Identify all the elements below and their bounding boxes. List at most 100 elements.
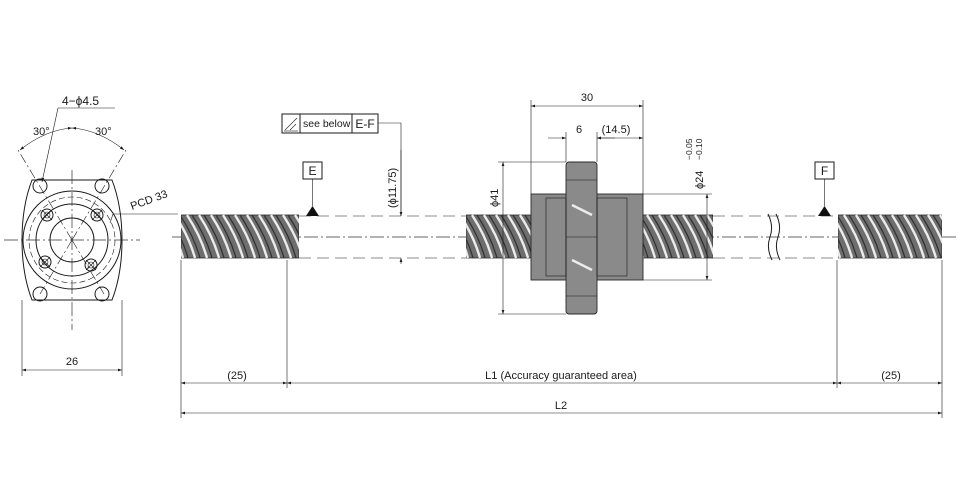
thread-crest (293, 214, 299, 224)
thread-root (300, 215, 320, 258)
mounting-hole (32, 286, 48, 302)
thread-crest (657, 214, 681, 259)
thread-crest (281, 214, 299, 250)
thread-root (641, 237, 649, 259)
flange-thickness-label: 6 (576, 124, 582, 136)
datum-e-triangle (306, 206, 319, 216)
thread-root (838, 215, 858, 259)
thread-root (932, 214, 942, 232)
flange-diameter-label: ϕ41 (489, 189, 501, 207)
thread-root (287, 214, 299, 236)
ball-nut (530, 161, 644, 315)
thread-root (884, 214, 906, 259)
mounting-hole (94, 178, 110, 194)
thread-root (441, 215, 461, 258)
thread-root (675, 214, 697, 259)
datum-e-label: E (308, 164, 316, 178)
thread-root (476, 214, 498, 259)
thread-root (872, 214, 894, 259)
thread-root (848, 214, 870, 259)
datum-f: F (814, 161, 835, 216)
thread-root (466, 237, 474, 259)
thread-root (920, 214, 942, 259)
l1-length-label: L1 (Accuracy guaranteed area) (485, 370, 637, 382)
thread-crest (319, 215, 339, 258)
thread-crest (197, 214, 221, 259)
thread-root (312, 215, 332, 258)
thread-root (275, 214, 297, 259)
thread-crest (181, 222, 197, 259)
thread-crest (878, 214, 902, 259)
thread-root (466, 215, 486, 259)
thread-crest (245, 214, 269, 259)
total-runout-icon (284, 117, 298, 132)
thread-crest (470, 214, 494, 259)
thread-crest (257, 214, 281, 259)
flange-end-view: 30° 30° 4−ϕ4.5 PCD 33 26 (4, 94, 178, 376)
flange-offset-label: (14.5) (602, 124, 631, 136)
flange-width-label: 26 (66, 356, 78, 368)
thread-crest (181, 247, 185, 259)
thread-crest (209, 214, 233, 259)
pcd-label: PCD 33 (129, 188, 169, 212)
thread-root (181, 215, 201, 259)
thread-crest (838, 247, 842, 259)
thread-crest (645, 214, 669, 259)
left-end-length-label: (25) (227, 370, 247, 382)
thread-crest (681, 214, 705, 259)
thread-root (203, 214, 225, 259)
body-tol-upper-label: −0.05 (684, 138, 694, 160)
thread-crest (705, 214, 713, 228)
thread-crest (494, 214, 518, 259)
thread-root (651, 214, 673, 259)
thread-root (860, 214, 882, 259)
runout-frame: see below E-F (281, 113, 403, 216)
thread-root (838, 237, 846, 259)
thread-crest (151, 215, 171, 258)
thread-root (736, 215, 756, 258)
thread-crest (731, 215, 751, 258)
thread-crest (938, 214, 942, 221)
side-view: E F see below E-F (ϕ (151, 92, 960, 418)
angle-right-label: 30° (95, 126, 112, 138)
thread-crest (838, 222, 854, 259)
thread-crest (866, 214, 890, 259)
mounting-hole (94, 286, 110, 302)
mounting-holes (32, 178, 110, 302)
thread-root (215, 214, 237, 259)
inner-holes (38, 208, 104, 272)
angle-left-label: 30° (33, 126, 50, 138)
runout-note-label: see below (303, 118, 351, 130)
thread-root (724, 215, 744, 258)
thread-crest (719, 215, 739, 258)
thread-root (191, 214, 213, 259)
thread-crest (641, 222, 657, 259)
nut-length-label: 30 (581, 92, 593, 104)
thread-crest (466, 222, 482, 259)
thread-crest (926, 214, 942, 245)
thread-crest (269, 214, 293, 259)
body-diameter-label: ϕ24 (694, 171, 706, 189)
thread-crest (506, 214, 530, 259)
mounting-hole (32, 178, 48, 194)
runout-datum-label: E-F (355, 117, 374, 131)
thread-crest (842, 214, 866, 259)
thread-segment-left (151, 214, 339, 259)
flange-outline (21, 179, 123, 301)
right-end-length-label: (25) (881, 370, 901, 382)
hole-callout-label: 4−ϕ4.5 (62, 94, 99, 108)
thread-crest (952, 215, 960, 258)
thread-root (227, 214, 249, 259)
thread-segment-right (838, 214, 960, 259)
thread-root (181, 237, 189, 259)
thread-root (263, 214, 285, 259)
thread-root (896, 214, 918, 259)
datum-f-triangle (818, 206, 831, 216)
thread-crest (233, 214, 257, 259)
shaft-break-mark (767, 213, 773, 261)
thread-root (239, 214, 261, 259)
thread-crest (854, 214, 878, 259)
thread-root (156, 215, 176, 258)
thread-root (663, 214, 685, 259)
thread-root (488, 214, 510, 259)
